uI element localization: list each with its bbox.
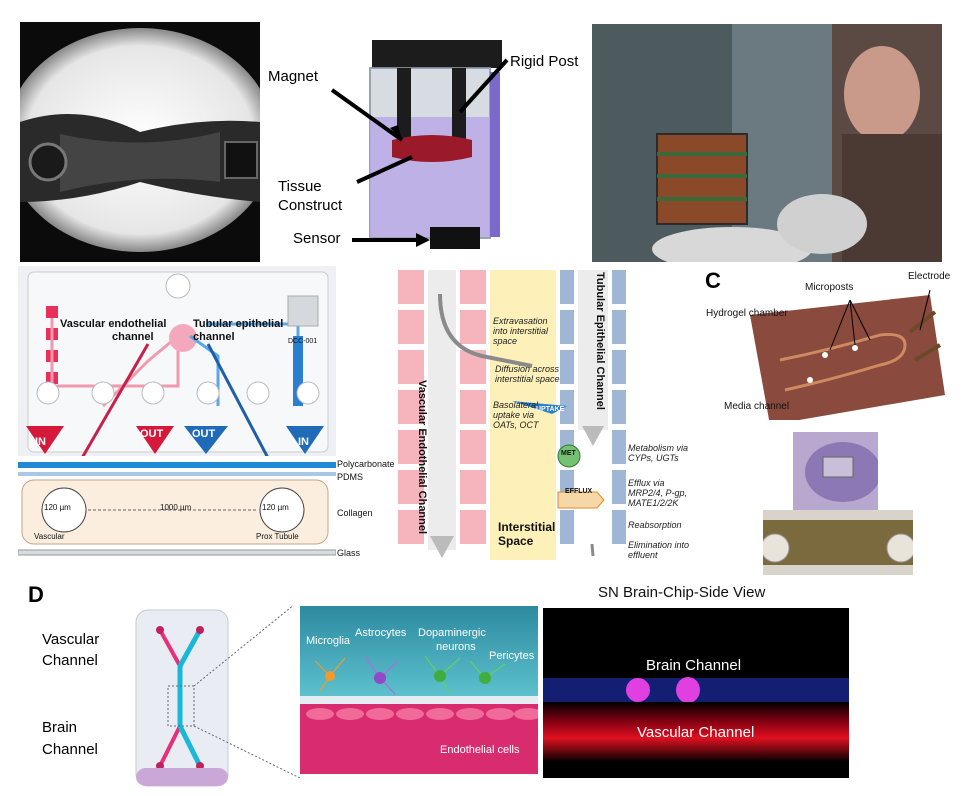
basolateral-text: Basolateral uptake via OATs, OCT xyxy=(493,400,539,430)
cross-prox-tubule-label: Prox Tubule xyxy=(256,532,299,541)
uptake-arrow-label: UPTAKE xyxy=(536,406,565,413)
met-label: MET xyxy=(561,450,576,457)
vascular-endothelial-channel-label: Vascular Endothelial Channel xyxy=(416,380,428,535)
panel-b-cross-section xyxy=(18,462,336,556)
d-vascular-label-line1: Vascular xyxy=(42,631,100,648)
vascular-channel-overlay-label: Vascular Channel xyxy=(637,724,755,741)
panel-a-researcher-photo xyxy=(592,24,942,262)
port-in-left-triangle xyxy=(26,426,64,454)
port-label-out-right: OUT xyxy=(192,428,216,440)
side-view-title: SN Brain-Chip-Side View xyxy=(598,584,766,601)
layer-pdms: PDMS xyxy=(337,472,364,482)
pericytes-label: Pericytes xyxy=(489,650,535,662)
vascular-channel-label-line1: Vascular endothelial xyxy=(60,318,167,330)
d-brain-label-line2: Channel xyxy=(42,741,98,758)
media-channel-label: Media channel xyxy=(724,401,790,412)
tubular-channel-label-line2: channel xyxy=(193,331,235,343)
layer-collagen: Collagen xyxy=(337,508,373,518)
port-out-right-triangle xyxy=(184,426,228,454)
rigid-post-cap xyxy=(372,40,502,68)
astrocytes-label: Astrocytes xyxy=(355,627,407,639)
reabsorption-text: Reabsorption xyxy=(628,520,682,530)
layer-glass: Glass xyxy=(337,548,361,558)
tissue-label-line2: Construct xyxy=(278,197,343,214)
port-in-right-triangle xyxy=(286,426,324,454)
chip-id-label: DCC-001 xyxy=(288,338,318,345)
panel-a-schematic xyxy=(330,40,509,249)
extravasation-text: Extravasation into interstitial space xyxy=(493,316,549,346)
panel-c-microscopy-photo xyxy=(763,510,913,575)
port-label-out-left: OUT xyxy=(140,428,164,440)
endothelial-cells-label: Endothelial cells xyxy=(440,744,520,756)
layer-polycarbonate: Polycarbonate xyxy=(337,459,395,469)
panel-c-letter: C xyxy=(705,268,721,293)
panel-d-cell-illustration xyxy=(300,606,538,774)
microglia-label: Microglia xyxy=(306,635,351,647)
panel-b-chip-photo xyxy=(18,266,336,456)
efflux-via-text: Efflux via MRP2/4, P-gp, MATE1/2/2K xyxy=(628,478,688,508)
panel-b-transport-schematic xyxy=(398,270,626,560)
panel-c-gloved-hand-photo xyxy=(793,432,878,514)
tubular-epithelial-channel-label: Tubular Epithelial Channel xyxy=(594,272,606,410)
vascular-channel-label-line2: channel xyxy=(112,331,154,343)
panel-c-chip-render xyxy=(750,290,945,420)
interstitial-space-label: Interstitial Space xyxy=(498,520,556,548)
sensor-label: Sensor xyxy=(293,230,341,247)
cross-right-diameter: 120 µm xyxy=(262,503,289,512)
dopaminergic-label-line2: neurons xyxy=(436,641,476,653)
elimination-text: Elimination into effluent xyxy=(628,540,690,560)
panel-d-fluorescence-image xyxy=(543,608,849,778)
cross-vascular-label: Vascular xyxy=(34,532,65,541)
port-label-in-left: IN xyxy=(35,436,46,448)
d-brain-label-line1: Brain xyxy=(42,719,78,736)
rigid-post-label: Rigid Post xyxy=(510,53,579,70)
electrode-label: Electrode xyxy=(908,271,951,282)
port-label-in-right: IN xyxy=(298,436,309,448)
magnet-label: Magnet xyxy=(268,68,319,85)
d-vascular-label-line2: Channel xyxy=(42,652,98,669)
tubular-channel-label-line1: Tubular epithelial xyxy=(193,318,284,330)
cross-left-diameter: 120 µm xyxy=(44,503,71,512)
sensor-shape xyxy=(430,227,480,249)
hydrogel-chamber-label: Hydrogel chamber xyxy=(706,308,788,319)
panel-a-microscope-photo xyxy=(20,22,260,262)
tissue-label-line1: Tissue xyxy=(278,178,322,195)
cross-distance: 1000 µm xyxy=(160,503,192,512)
microposts-label: Microposts xyxy=(805,282,854,293)
panel-d-letter: D xyxy=(28,582,44,607)
dopaminergic-label-line1: Dopaminergic xyxy=(418,627,486,639)
efflux-label: EFFLUX xyxy=(565,488,593,495)
diffusion-text: Diffusion across interstitial space xyxy=(495,364,560,384)
brain-channel-overlay-label: Brain Channel xyxy=(646,657,742,674)
port-out-left-triangle xyxy=(136,426,174,454)
metabolism-text: Metabolism via CYPs, UGTs xyxy=(628,443,689,463)
tissue-construct xyxy=(392,135,472,162)
panel-d-chip-photo xyxy=(135,606,300,787)
